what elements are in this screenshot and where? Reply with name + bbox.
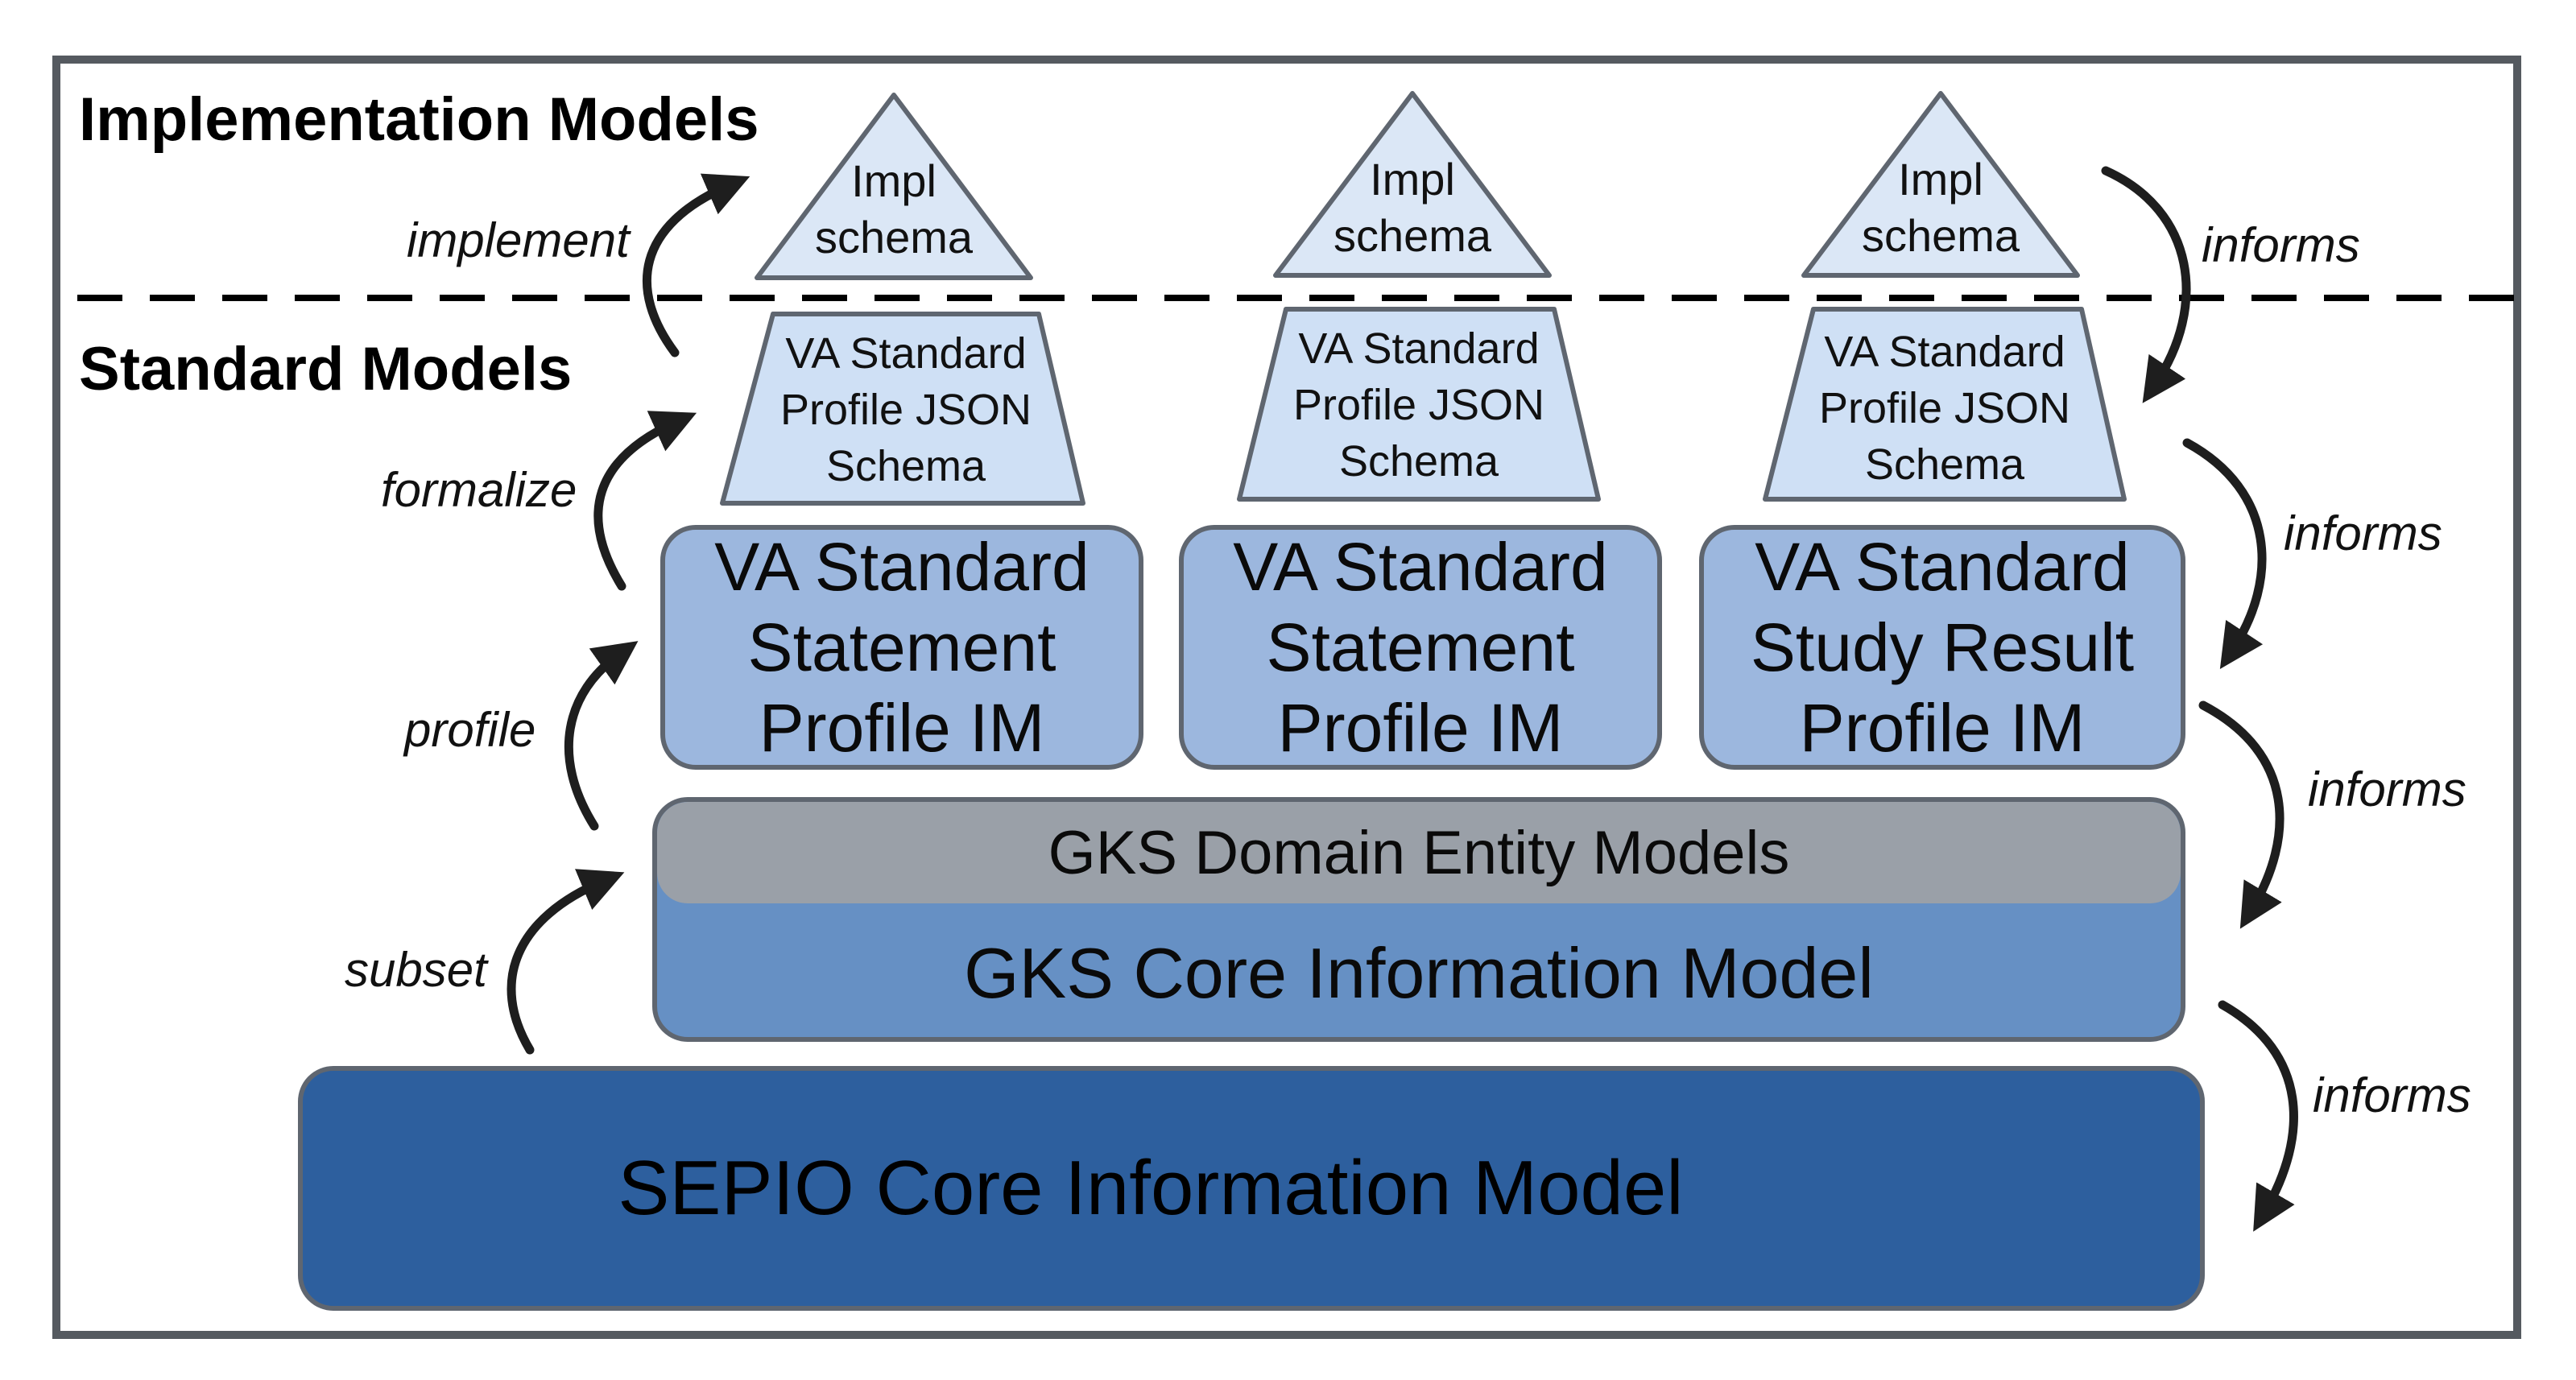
- informs-arrow-2: [2182, 438, 2267, 669]
- statement-profile-im-box: VA Standard Statement Profile IM: [1179, 525, 1662, 770]
- json-schema-trapezoid-2: [1237, 307, 1601, 502]
- json-schema-trapezoid-3: [1763, 307, 2127, 502]
- statement-profile-im-box: VA Standard Statement Profile IM: [660, 525, 1143, 770]
- implement-label: implement: [407, 213, 630, 267]
- json-schema-label: VA Standard Profile JSON Schema: [1818, 328, 2071, 489]
- informs-arrow-3: [2198, 700, 2284, 929]
- json-schema-label: VA Standard Profile JSON Schema: [1292, 324, 1545, 485]
- subset-arrow: [507, 869, 625, 1055]
- profile-arrow: [564, 641, 639, 831]
- informs-label: informs: [2313, 1068, 2471, 1122]
- implementation-models-title: Implementation Models: [79, 85, 759, 154]
- impl-schema-triangle-3: [1801, 91, 2080, 278]
- formalize-label: formalize: [381, 463, 577, 517]
- informs-label: informs: [2202, 218, 2360, 272]
- subset-label: subset: [345, 943, 487, 997]
- impl-schema-triangle-1: [755, 93, 1033, 280]
- study-result-profile-im-box: VA Standard Study Result Profile IM: [1699, 525, 2185, 770]
- impl-schema-triangle-2: [1273, 91, 1552, 278]
- outer-frame: [52, 56, 2521, 1339]
- sepio-core-box: SEPIO Core Information Model: [298, 1066, 2205, 1311]
- json-schema-trapezoid-1: [720, 312, 1085, 506]
- informs-arrow-1: [2101, 166, 2191, 403]
- implement-arrow: [642, 173, 750, 357]
- informs-label: informs: [2284, 506, 2442, 560]
- gks-core-box: GKS Domain Entity Models GKS Core Inform…: [652, 797, 2185, 1042]
- standard-models-title: Standard Models: [79, 335, 573, 403]
- profile-label: profile: [404, 703, 536, 757]
- informs-label: informs: [2308, 762, 2466, 816]
- impl-schema-label: Impl schema: [1333, 154, 1492, 261]
- impl-schema-label: Impl schema: [1861, 154, 2020, 261]
- gks-core-label: GKS Core Information Model: [964, 933, 1874, 1013]
- informs-arrow-4: [2218, 1000, 2298, 1232]
- gks-domain-entity-models-band: GKS Domain Entity Models: [657, 802, 2181, 903]
- formalize-arrow: [593, 411, 697, 591]
- impl-schema-label: Impl schema: [814, 155, 974, 262]
- json-schema-label: VA Standard Profile JSON Schema: [779, 329, 1032, 490]
